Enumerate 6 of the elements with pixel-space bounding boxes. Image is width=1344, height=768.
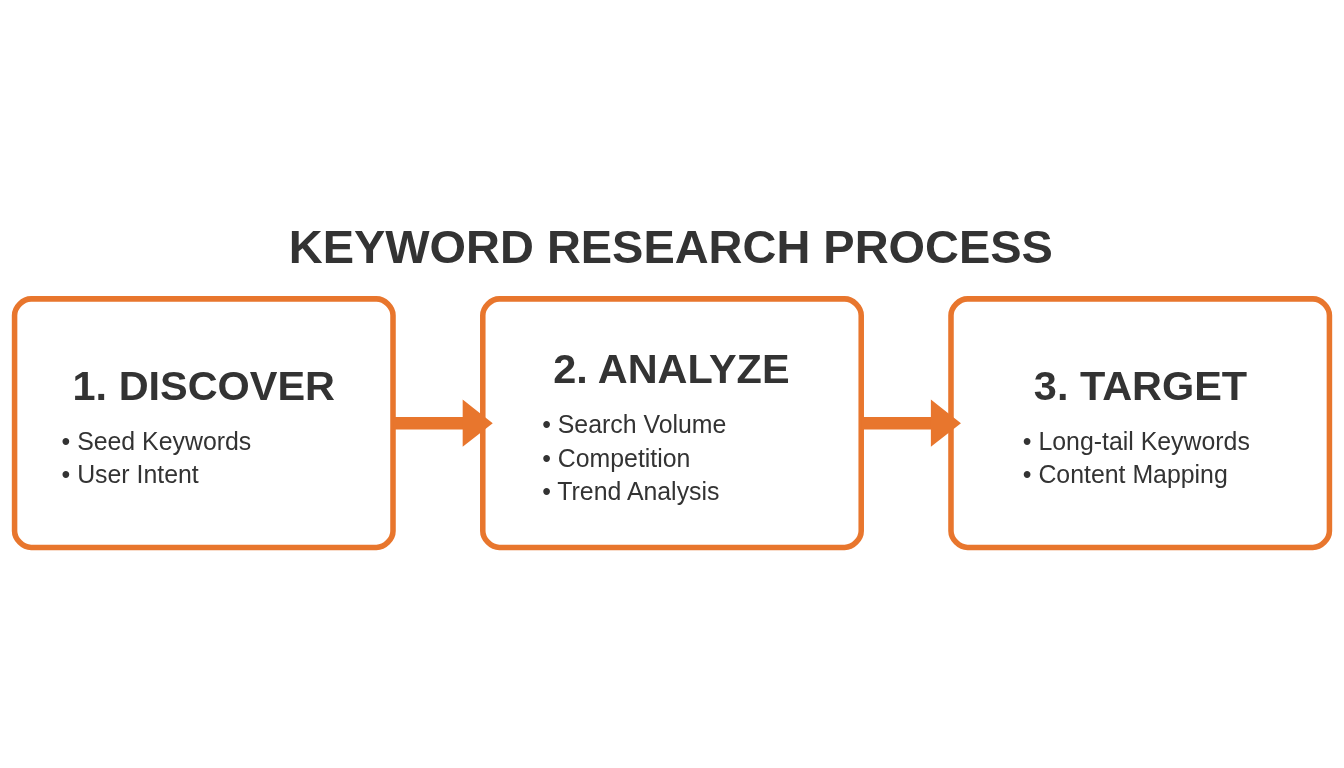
arrow xyxy=(861,399,961,447)
node-box: 2. ANALYZE • Search Volume • Competition • Trend Analysis xyxy=(480,295,864,550)
diagram-title: KEYWORD RESEARCH PROCESS xyxy=(288,219,1053,273)
node-box: 1. DISCOVER • Seed Keywords • User Intent xyxy=(11,295,396,550)
arrow xyxy=(393,399,493,447)
node-box: 3. TARGET • Long-tail Keywords • Content Mapping xyxy=(948,295,1333,550)
